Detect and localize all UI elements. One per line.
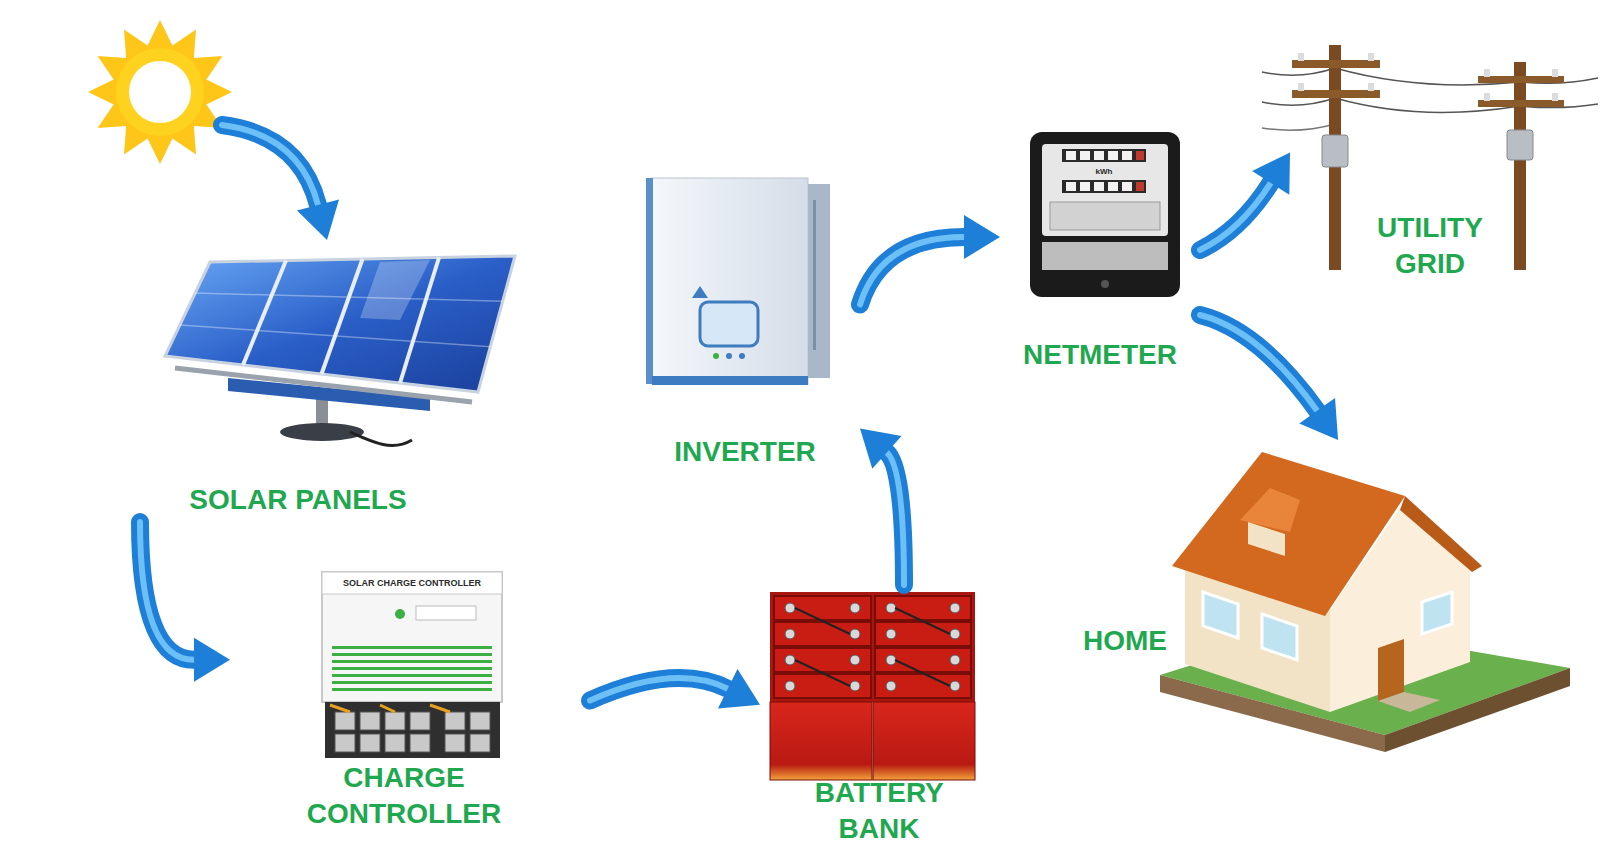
inverter-unit	[646, 178, 830, 385]
component-label: UTILITY GRID	[1350, 210, 1510, 282]
device-marking: SOLAR CHARGE CONTROLLER	[343, 578, 481, 588]
flow-arrow	[590, 669, 760, 708]
device-marking: kWh	[1096, 167, 1113, 176]
component-node: HOME	[1060, 440, 1575, 750]
component-label: INVERTER	[674, 434, 816, 470]
flow-arrow	[860, 215, 1000, 305]
flow-arrow	[860, 429, 904, 586]
flow-arrow	[1200, 153, 1290, 251]
component-label: HOME	[1083, 623, 1167, 659]
component-label: BATTERY BANK	[815, 775, 944, 847]
component-node: UTILITY GRID	[1290, 40, 1570, 290]
component-label: SOLAR PANELS	[189, 482, 406, 518]
sunlight-arrow	[222, 125, 339, 240]
component-node: CHARGE CONTROLLER	[230, 565, 590, 836]
charge-controller-device	[322, 572, 502, 758]
sun	[88, 20, 232, 164]
utility-poles	[1262, 45, 1598, 270]
component-node: INVERTER	[640, 165, 860, 475]
energy-meter	[1030, 132, 1180, 297]
component-label: NETMETER	[1023, 337, 1177, 373]
component-node: NETMETER	[1000, 120, 1200, 380]
flow-arrow	[140, 522, 230, 682]
component-node: SOLAR PANELS	[120, 240, 520, 522]
solar-panel-array	[165, 256, 515, 445]
house	[1160, 452, 1570, 752]
flow-arrow	[1200, 315, 1338, 440]
component-node: BATTERY BANK	[760, 585, 1000, 850]
component-label: CHARGE CONTROLLER	[307, 760, 501, 832]
battery-bank	[770, 592, 975, 780]
